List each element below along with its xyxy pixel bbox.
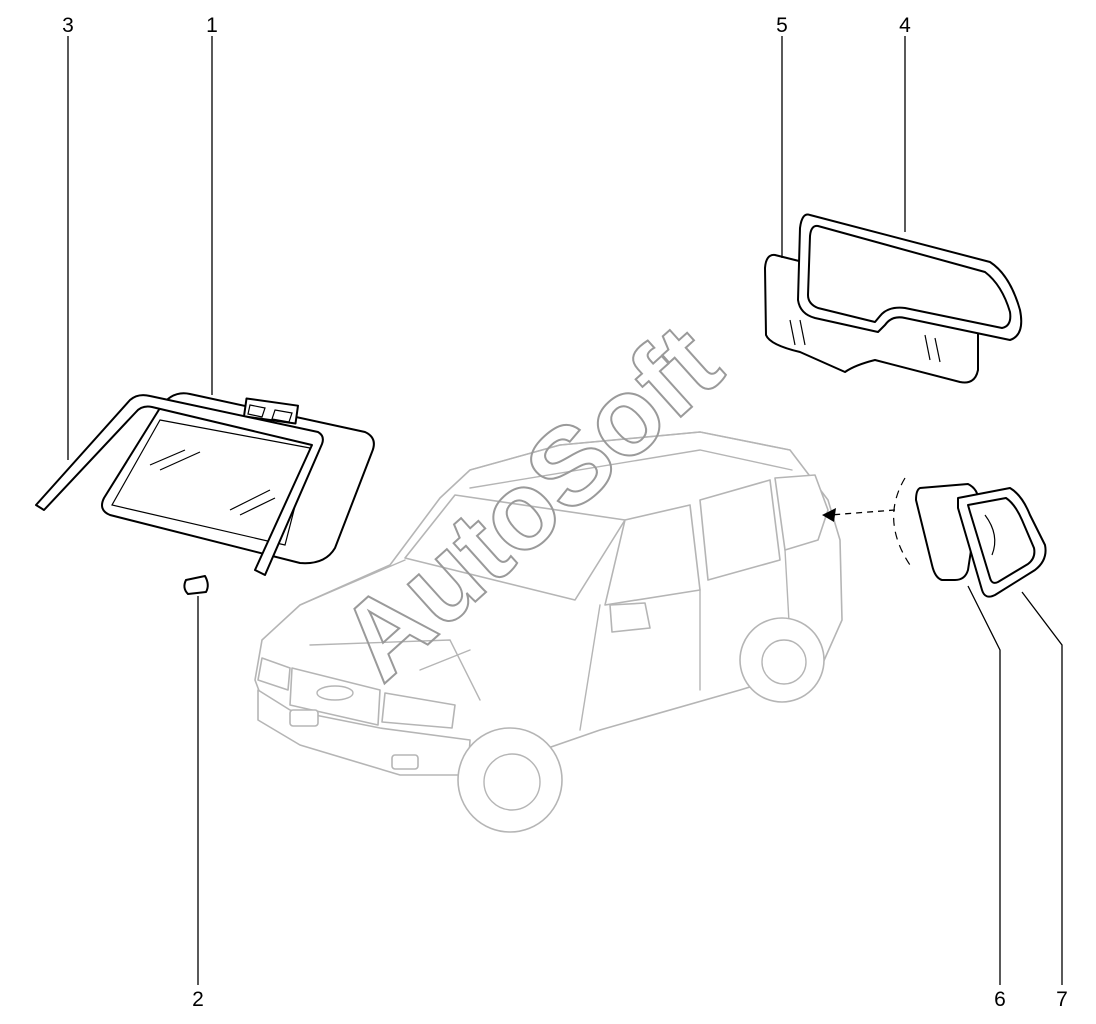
windshield-seal [35, 394, 324, 576]
callout-4: 4 [899, 14, 911, 37]
quarter-glass-seal [957, 487, 1047, 598]
callout-2: 2 [192, 988, 204, 1011]
callout-6: 6 [994, 988, 1006, 1011]
rear-door-seal [797, 213, 1023, 341]
seal-clip [183, 575, 209, 595]
callout-labels: 1 2 3 4 5 6 7 [62, 14, 1068, 1011]
vehicle-illustration [254, 431, 896, 833]
callout-1: 1 [206, 14, 218, 37]
callout-7: 7 [1056, 988, 1068, 1011]
leader-lines [67, 36, 1063, 985]
callout-5: 5 [776, 14, 788, 37]
callout-3: 3 [62, 14, 74, 37]
